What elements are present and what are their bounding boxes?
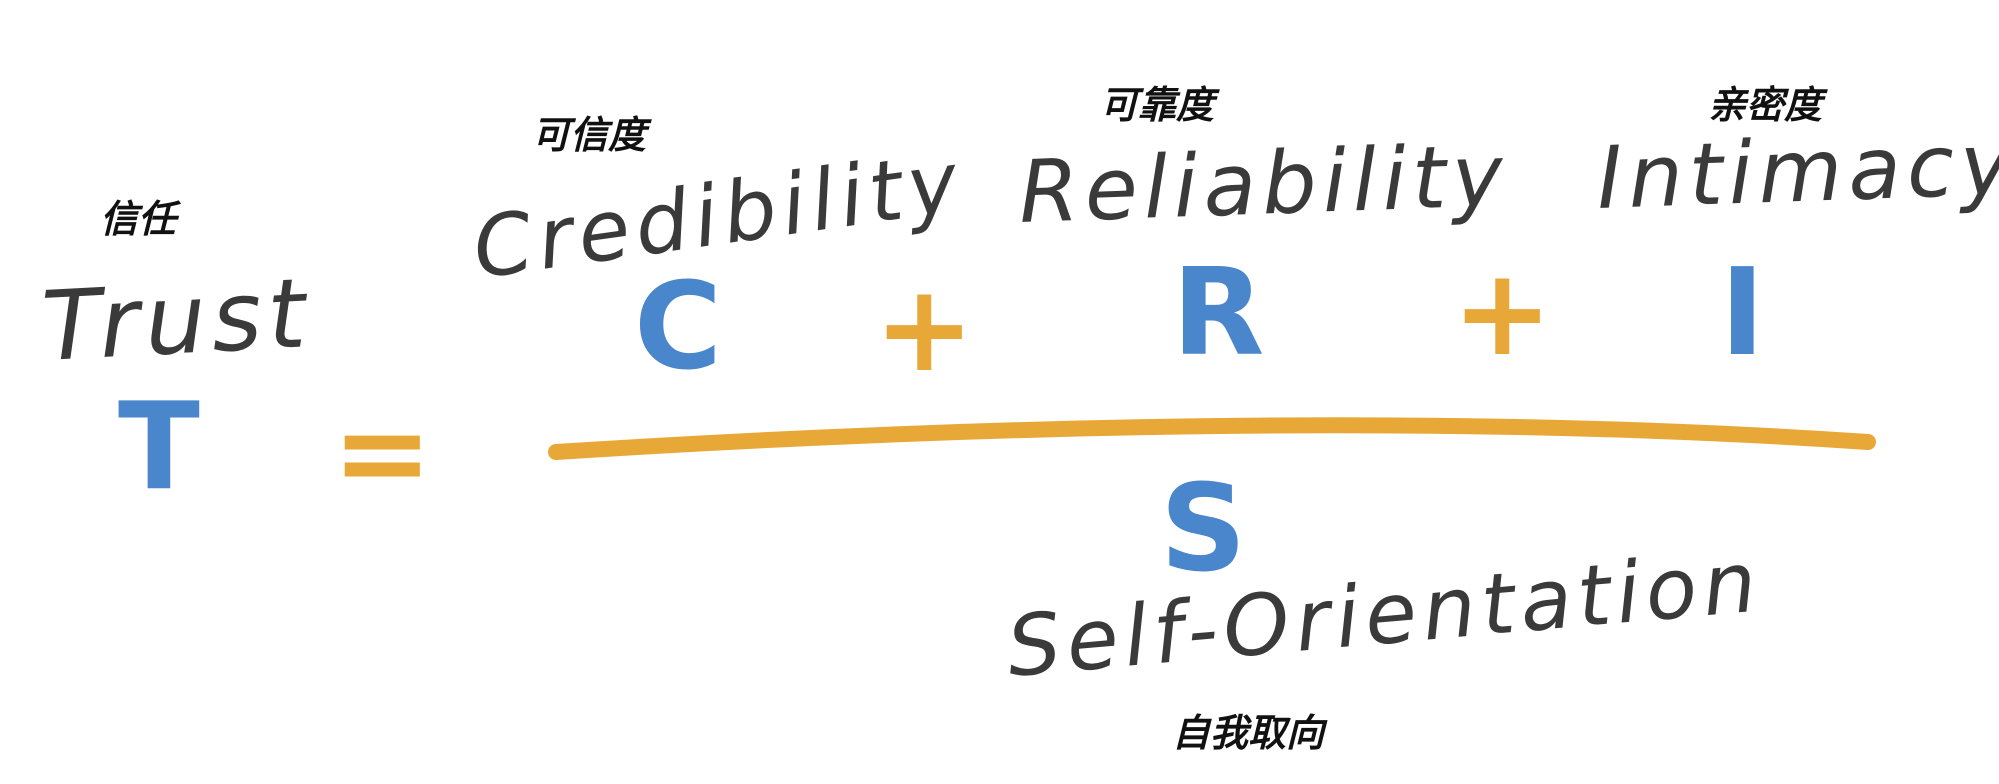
i-letter: I (1720, 244, 1765, 383)
fraction-bar (548, 417, 1876, 460)
credibility-cn-label: 可信度 (532, 112, 652, 157)
r-letter: R (1172, 244, 1264, 383)
reliability-word: Reliability (1017, 126, 1510, 243)
plus-sign-2: + (1452, 244, 1553, 383)
t-letter: T (118, 378, 200, 517)
self-orientation-cn-label: 自我取向 (1172, 710, 1328, 755)
s-letter: S (1160, 460, 1246, 599)
trust-cn-label: 信任 (100, 196, 182, 241)
reliability-cn-label: 可靠度 (1100, 82, 1220, 127)
intimacy-word: Intimacy (1595, 114, 1999, 229)
plus-sign-1: + (874, 260, 975, 399)
equals-sign: = (332, 384, 433, 523)
trust-word: Trust (39, 257, 314, 383)
self-orientation-word: Self-Orientation (1003, 532, 1766, 696)
c-letter: C (634, 258, 722, 397)
intimacy-cn-label: 亲密度 (1708, 82, 1828, 127)
